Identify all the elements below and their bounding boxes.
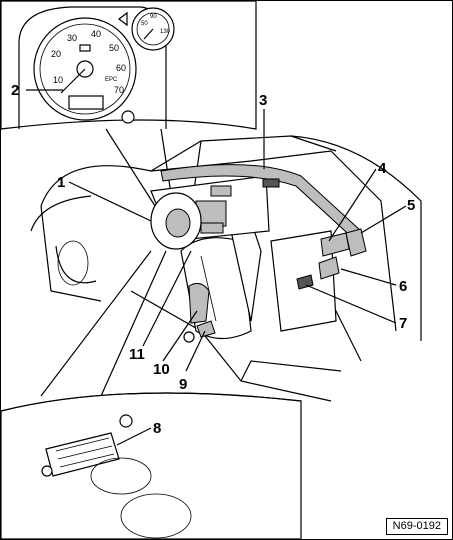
speedometer-tick-label: 60 xyxy=(116,63,126,73)
curtain-airbag-connector xyxy=(262,178,280,188)
callout-5: 5 xyxy=(407,197,415,214)
speedometer-tick-label: 50 xyxy=(109,43,119,53)
warning-lamp-icon xyxy=(79,44,91,52)
leader-9 xyxy=(185,330,206,372)
callout-leaders xyxy=(26,89,407,446)
callout-10: 10 xyxy=(153,361,170,378)
vehicle-body-outline xyxy=(30,135,422,402)
aux-gauge-tick-label: 130 xyxy=(160,29,171,35)
belt-tensioner-connector xyxy=(345,228,367,257)
odometer-display xyxy=(68,95,104,110)
callout-9: 9 xyxy=(179,376,187,393)
leader-7 xyxy=(305,284,397,324)
side-airbag-crash-sensor xyxy=(318,256,340,280)
steering-wheel xyxy=(150,192,202,250)
leader-1 xyxy=(68,181,152,222)
callout-7: 7 xyxy=(399,315,407,332)
epc-label: EPC xyxy=(105,77,118,83)
speedometer-tick-label: 10 xyxy=(53,75,63,85)
leader-4 xyxy=(328,168,377,242)
seat-side-airbag xyxy=(188,282,210,324)
reset-knob xyxy=(121,110,135,124)
callout-4: 4 xyxy=(378,160,387,177)
leader-10 xyxy=(162,310,198,362)
speedometer-needle xyxy=(60,68,86,94)
aux-gauge-needle xyxy=(143,28,154,40)
leader-5 xyxy=(360,205,407,234)
seat-connector xyxy=(196,320,216,338)
speedometer-tick-label: 70 xyxy=(114,85,124,95)
speedometer-tick-label: 20 xyxy=(51,49,61,59)
callout-11: 11 xyxy=(129,346,145,363)
speedometer-tick-label: 30 xyxy=(67,33,77,43)
driver-airbag xyxy=(165,208,191,238)
speedometer-tick-label: 40 xyxy=(91,29,101,39)
leader-6 xyxy=(340,268,397,286)
airbag-control-unit xyxy=(200,222,224,234)
leader-8 xyxy=(116,427,152,446)
instrument-cluster-detail: 10 20 30 40 50 60 70 EPC 50 90 130 xyxy=(1,1,257,232)
callout-8: 8 xyxy=(153,420,161,437)
callout-1: 1 xyxy=(57,174,65,191)
side-crash-sensor xyxy=(296,274,314,290)
leader-11 xyxy=(142,250,192,347)
diagnostic-connector-detail xyxy=(1,392,302,539)
turn-signal-icon xyxy=(118,11,128,27)
mounting-screw-icon xyxy=(119,414,133,428)
callout-6: 6 xyxy=(399,278,407,295)
aux-gauge-tick-label: 90 xyxy=(150,14,157,20)
callout-3: 3 xyxy=(259,92,267,109)
aux-gauge-tick-label: 50 xyxy=(141,21,148,27)
callout-2: 2 xyxy=(11,82,19,99)
mounting-screw-icon xyxy=(41,465,53,477)
figure-reference-code: N69-0192 xyxy=(385,518,448,535)
